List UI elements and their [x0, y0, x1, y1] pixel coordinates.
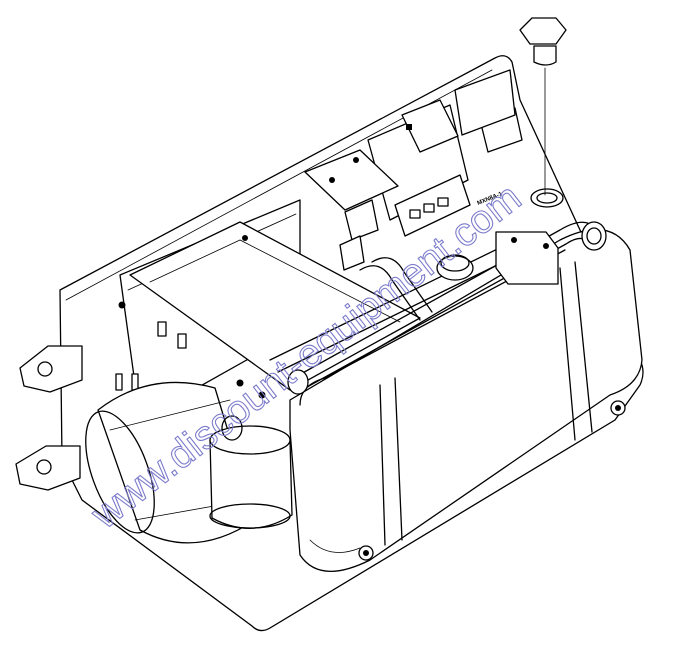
terminal-tabs [115, 321, 187, 391]
fill-port [530, 188, 564, 208]
mounting-tab-lower [15, 445, 81, 491]
relay-board [304, 149, 399, 271]
tank-cap-fitting [436, 254, 474, 281]
valve-backplate [454, 69, 516, 136]
breather-cap [519, 17, 567, 196]
tank-bolt-right [610, 400, 626, 416]
filter-canister [209, 415, 293, 529]
tube-clamp [495, 231, 559, 285]
mounting-tab-upper [19, 345, 83, 393]
elbow-fitting [581, 221, 607, 251]
tank-bolt-front [358, 545, 374, 561]
